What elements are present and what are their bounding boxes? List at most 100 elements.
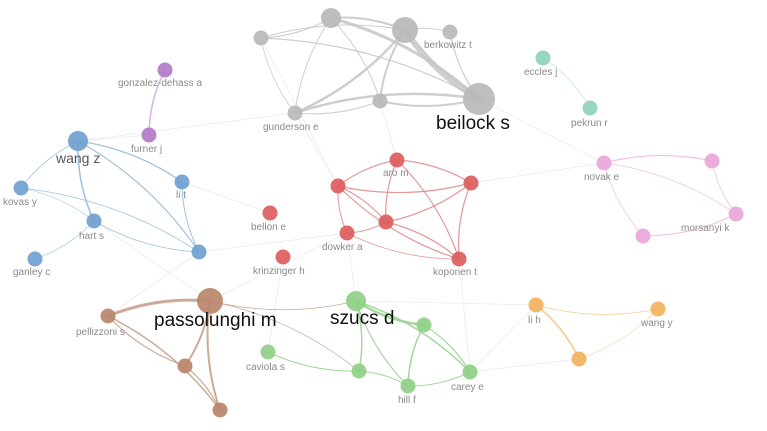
nodes-layer xyxy=(13,8,744,418)
node-br_low[interactable] xyxy=(212,402,228,418)
label-koponen: koponen t xyxy=(433,267,477,278)
label-caviola: caviola s xyxy=(246,362,285,373)
node-g_tm[interactable] xyxy=(321,8,341,28)
node-gr_mid[interactable] xyxy=(351,363,367,379)
node-wang_y[interactable] xyxy=(650,301,666,317)
label-li_t: li t xyxy=(176,190,186,201)
node-hill[interactable] xyxy=(400,378,416,394)
label-novak: novak e xyxy=(584,172,619,183)
label-gonzalez: gonzalez-dehass a xyxy=(118,78,202,89)
edge-r_right-koponen xyxy=(457,182,472,260)
edge-li_h-wang_y xyxy=(535,304,659,315)
label-pekrun: pekrun r xyxy=(571,118,608,129)
node-r_left[interactable] xyxy=(330,178,346,194)
node-p_tr[interactable] xyxy=(704,153,720,169)
edge-novak-p_tr xyxy=(603,154,713,164)
node-gunderson[interactable] xyxy=(287,105,303,121)
edge-szucs-carey xyxy=(355,300,471,373)
node-aro[interactable] xyxy=(389,152,405,168)
faint-link xyxy=(107,251,200,317)
label-berkowitz: berkowitz t xyxy=(424,40,472,51)
node-ganley[interactable] xyxy=(27,251,43,267)
node-novak[interactable] xyxy=(596,155,612,171)
node-g_big[interactable] xyxy=(392,17,418,43)
node-gr_r[interactable] xyxy=(416,317,432,333)
edge-morsanyi-p_bl xyxy=(642,213,737,237)
node-koponen[interactable] xyxy=(451,251,467,267)
edge-eccles-pekrun xyxy=(542,57,591,109)
edge-gr_r-hill xyxy=(407,324,425,387)
edge-r_left-koponen xyxy=(337,185,460,260)
node-berkowitz[interactable] xyxy=(442,24,458,40)
label-li_h: li h xyxy=(528,315,541,326)
faint-link xyxy=(198,232,348,253)
edge-gunderson-g_tm xyxy=(294,17,332,114)
faint-link xyxy=(346,232,357,302)
faint-link xyxy=(181,181,271,214)
faint-link xyxy=(209,232,348,302)
node-pellizzoni[interactable] xyxy=(100,308,116,324)
node-o_low[interactable] xyxy=(571,351,587,367)
label-hart: hart s xyxy=(79,231,104,242)
node-li_h[interactable] xyxy=(528,297,544,313)
label-bellon: bellon e xyxy=(251,222,286,233)
node-carey[interactable] xyxy=(462,364,478,380)
edge-li_h-o_low xyxy=(535,304,580,360)
node-kovas[interactable] xyxy=(13,180,29,196)
node-r_center[interactable] xyxy=(378,214,394,230)
faint-link xyxy=(470,162,605,184)
edge-pellizzoni-br_mid xyxy=(107,315,186,367)
node-hart[interactable] xyxy=(86,213,102,229)
faint-link xyxy=(478,98,605,164)
edge-hart-b_low xyxy=(93,220,200,253)
node-r_right[interactable] xyxy=(463,175,479,191)
label-passolunghi: passolunghi m xyxy=(154,310,277,331)
faint-link xyxy=(469,304,537,373)
edge-passolunghi-gr_mid xyxy=(209,300,360,372)
node-passolunghi[interactable] xyxy=(197,288,223,314)
node-li_t[interactable] xyxy=(174,174,190,190)
node-morsanyi[interactable] xyxy=(728,206,744,222)
node-krinzinger[interactable] xyxy=(275,249,291,265)
edge-dowker-koponen xyxy=(346,232,460,260)
label-kovas: kovas y xyxy=(3,197,37,208)
label-furner: furner j xyxy=(131,144,162,155)
node-br_mid[interactable] xyxy=(177,358,193,374)
node-caviola[interactable] xyxy=(260,344,276,360)
faint-link xyxy=(379,100,398,161)
node-wang_z[interactable] xyxy=(68,131,88,151)
node-eccles[interactable] xyxy=(535,50,551,66)
node-beilock[interactable] xyxy=(463,83,495,115)
faint-link xyxy=(267,256,284,353)
label-carey: carey e xyxy=(451,382,484,393)
node-gonzalez[interactable] xyxy=(157,62,173,78)
label-wang_z: wang z xyxy=(55,150,100,166)
node-g_mid[interactable] xyxy=(372,93,388,109)
edge-r_right-r_center xyxy=(385,182,472,223)
faint-link xyxy=(355,300,537,306)
node-szucs[interactable] xyxy=(346,291,366,311)
edge-g_tl-beilock xyxy=(260,37,480,100)
node-g_tl[interactable] xyxy=(253,30,269,46)
label-aro: aro m xyxy=(383,168,409,179)
node-p_bl[interactable] xyxy=(635,228,651,244)
label-pellizzoni: pellizzoni s xyxy=(76,327,125,338)
edge-kovas-hart xyxy=(20,187,95,222)
node-pekrun[interactable] xyxy=(582,100,598,116)
edge-caviola-gr_mid xyxy=(267,351,360,372)
faint-link xyxy=(458,258,471,373)
faint-link xyxy=(294,112,339,187)
node-bellon[interactable] xyxy=(262,205,278,221)
edge-pellizzoni-br_low xyxy=(107,315,221,411)
node-dowker[interactable] xyxy=(339,225,355,241)
edge-gunderson-beilock xyxy=(293,92,481,115)
faint-link xyxy=(77,112,296,142)
edge-g_tl-gunderson xyxy=(260,37,296,114)
node-b_low[interactable] xyxy=(191,244,207,260)
node-furner[interactable] xyxy=(141,127,157,143)
edge-novak-p_bl xyxy=(603,162,644,237)
label-morsanyi: morsanyi k xyxy=(681,223,730,234)
label-krinzinger: krinzinger h xyxy=(253,266,305,277)
